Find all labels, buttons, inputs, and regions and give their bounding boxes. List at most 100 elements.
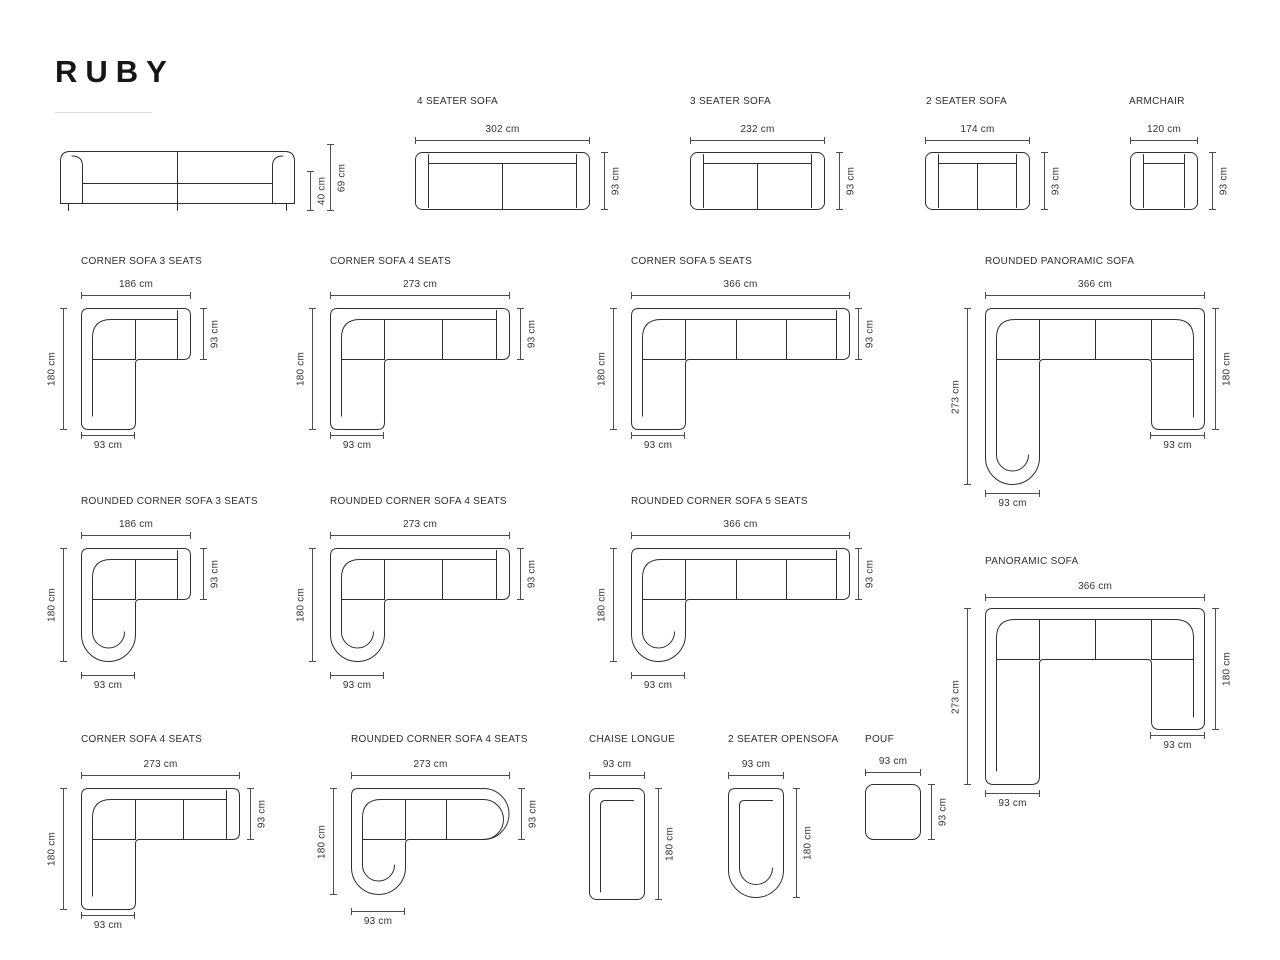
- dim-width: 186 cm: [81, 519, 191, 539]
- dim-right-side-value: 180 cm: [1221, 652, 1233, 686]
- dim-width: 174 cm: [925, 124, 1030, 144]
- drawing-4-seater-sofa-top-view: [415, 152, 590, 210]
- drawing-2-seater-opensofa: [728, 788, 784, 898]
- dim-depth-value: 93 cm: [845, 166, 857, 196]
- dimension-line: [307, 171, 314, 211]
- dimension-line: [1209, 152, 1216, 210]
- dimension-line: [928, 784, 935, 840]
- dim-left-arm-value: 93 cm: [998, 798, 1027, 809]
- dim-side-value: 180 cm: [46, 832, 58, 866]
- dim-depth: 93 cm: [836, 152, 857, 210]
- product-label: CORNER SOFA 3 SEATS: [81, 256, 203, 267]
- dim-width: 186 cm: [81, 279, 191, 299]
- dimension-line: [793, 788, 800, 898]
- dim-side-length: 180 cm: [47, 308, 67, 430]
- dim-width: 273 cm: [330, 519, 510, 539]
- dimension-line: [655, 788, 662, 900]
- dim-side-value: 180 cm: [46, 352, 58, 386]
- dim-width: 366 cm: [985, 279, 1205, 299]
- dimension-line: [415, 137, 590, 144]
- dimension-line: [81, 432, 135, 439]
- dimension-line: [351, 772, 510, 779]
- dim-width-value: 273 cm: [143, 759, 178, 770]
- dimension-line: [330, 532, 510, 539]
- dim-depth-value: 93 cm: [1050, 166, 1062, 196]
- drawing-corner-sofa-4-seats-alt: [81, 788, 240, 910]
- dim-depth-value: 93 cm: [526, 559, 538, 589]
- dim-arm-value: 93 cm: [93, 680, 123, 691]
- dimension-line: [1150, 432, 1205, 439]
- dim-seat-height: 40 cm: [307, 171, 328, 211]
- dimension-line: [330, 788, 337, 895]
- dimension-line: [836, 152, 843, 210]
- dimension-line: [610, 308, 617, 430]
- dim-right-arm-width: 93 cm: [1150, 432, 1205, 452]
- dim-depth: 93 cm: [517, 548, 538, 600]
- dim-arm-width: 93 cm: [330, 672, 384, 692]
- dim-seat-height-value: 40 cm: [316, 176, 328, 206]
- dim-width: 93 cm: [589, 759, 645, 779]
- dimension-line: [517, 548, 524, 600]
- dim-side-value: 180 cm: [295, 588, 307, 622]
- product-label: POUF: [865, 734, 894, 745]
- dimension-line: [1041, 152, 1048, 210]
- product-label: ROUNDED PANORAMIC SOFA: [985, 256, 1135, 267]
- dim-right-side: 180 cm: [1212, 308, 1233, 430]
- dimension-line: [330, 292, 510, 299]
- dim-width-value: 93 cm: [878, 756, 908, 767]
- dim-width: 366 cm: [631, 519, 850, 539]
- product-label: 2 SEATER SOFA: [926, 96, 1007, 107]
- dimension-line: [330, 432, 384, 439]
- dim-side-length: 180 cm: [597, 308, 617, 430]
- dimension-line: [200, 308, 207, 360]
- dim-total-height: 69 cm: [327, 144, 348, 211]
- dimension-line: [81, 292, 191, 299]
- dimension-line: [309, 548, 316, 662]
- dim-depth: 93 cm: [518, 788, 539, 840]
- drawing-rounded-corner-sofa-4-seats-open: [351, 788, 510, 895]
- dim-width-value: 232 cm: [740, 124, 775, 135]
- dim-width-value: 366 cm: [1078, 581, 1112, 592]
- dim-side-length: 180 cm: [47, 788, 67, 910]
- dim-depth: 93 cm: [247, 788, 268, 840]
- dimension-line: [1212, 308, 1219, 430]
- drawing-rounded-corner-sofa-5-seats: [631, 548, 850, 662]
- dim-width-value: 273 cm: [413, 759, 448, 770]
- dim-right-arm-value: 93 cm: [1163, 440, 1192, 451]
- dim-arm-value: 93 cm: [643, 440, 673, 451]
- dim-side-length: 180 cm: [597, 548, 617, 662]
- product-label: CHAISE LONGUE: [589, 734, 676, 745]
- dim-depth: 93 cm: [517, 308, 538, 360]
- dim-depth-value: 93 cm: [527, 799, 539, 829]
- dim-arm-width: 93 cm: [81, 672, 135, 692]
- dimension-line: [60, 548, 67, 662]
- dim-depth-value: 93 cm: [1218, 166, 1230, 196]
- dim-depth-value: 93 cm: [256, 799, 268, 829]
- drawing-3-seater-sofa-top-view: [690, 152, 825, 210]
- dimension-line: [855, 548, 862, 600]
- dimension-line: [985, 292, 1205, 299]
- dimension-line: [1150, 732, 1205, 739]
- dim-arm-width: 93 cm: [631, 672, 685, 692]
- drawing-corner-sofa-4-seats: [330, 308, 510, 430]
- dimension-line: [81, 532, 191, 539]
- drawing-rounded-corner-sofa-4-seats: [330, 548, 510, 662]
- dim-left-arm-width: 93 cm: [985, 790, 1040, 810]
- dimension-line: [1130, 137, 1198, 144]
- dimension-line: [631, 672, 685, 679]
- dimension-line: [1212, 608, 1219, 730]
- dimension-line: [964, 308, 971, 485]
- dimension-line: [200, 548, 207, 600]
- dim-depth: 93 cm: [601, 152, 622, 210]
- drawing-panoramic-sofa: [985, 608, 1205, 785]
- product-label: 2 SEATER OPENSOFA: [728, 734, 839, 745]
- dim-depth: 93 cm: [855, 548, 876, 600]
- dimension-line: [728, 772, 784, 779]
- dimension-line: [309, 308, 316, 430]
- dim-left-side: 273 cm: [951, 608, 971, 785]
- product-label: ROUNDED CORNER SOFA 3 SEATS: [81, 496, 258, 507]
- dimension-line: [601, 152, 608, 210]
- dim-width-value: 302 cm: [485, 124, 520, 135]
- dim-width-value: 273 cm: [403, 279, 437, 290]
- dim-width-value: 93 cm: [741, 759, 771, 770]
